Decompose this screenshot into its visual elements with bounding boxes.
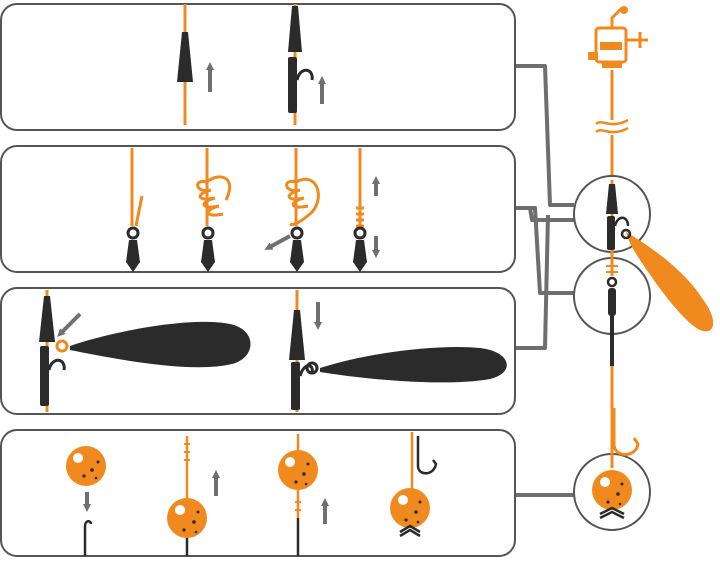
lead-step-1	[39, 290, 251, 412]
boilie-step-2	[167, 436, 220, 556]
boilie-step-1	[66, 446, 106, 556]
connector-lines	[515, 64, 574, 497]
left-arrow-icon	[264, 234, 291, 250]
lead-weight-icon	[626, 232, 714, 332]
swivel-eye-icon	[305, 361, 319, 375]
boilie-icon	[390, 488, 430, 528]
swivel-icon	[290, 240, 304, 272]
lead-clip-icon	[291, 362, 300, 410]
tail-rubber-icon	[288, 6, 302, 52]
clip-hook-icon	[295, 68, 314, 81]
knot-step-2	[196, 148, 232, 272]
tail-rubber-icon	[39, 296, 55, 342]
panel-1-steps	[177, 4, 326, 125]
panel-3-steps	[39, 290, 507, 412]
connector-panel-3	[515, 214, 550, 350]
panel-lead-attachment	[0, 287, 516, 415]
panel-4-steps	[66, 432, 438, 556]
tail-rubber-icon	[177, 32, 193, 82]
hair-stop-icon	[399, 524, 421, 538]
boilie-icon	[66, 446, 106, 486]
knot-coil	[356, 206, 364, 228]
lead-step-2	[289, 290, 507, 412]
overview-rig	[573, 6, 714, 531]
panel-tail-rubber	[0, 3, 516, 131]
swivel-eye-icon	[201, 226, 215, 240]
reel-icon	[588, 6, 648, 68]
swivel-icon	[126, 240, 140, 272]
line-break-icon	[595, 118, 629, 134]
swivel-eye-icon	[353, 226, 367, 240]
swivel-eye-icon	[55, 339, 69, 353]
hair-stop-icon	[599, 506, 625, 520]
connector-panel-2b	[515, 206, 574, 295]
boilie-icon	[167, 498, 207, 538]
panel-2-steps	[126, 148, 380, 272]
boilie-step-4	[390, 432, 438, 538]
knot-coil	[196, 175, 232, 217]
panel-boilie-rig	[0, 429, 516, 557]
knot-coil	[285, 177, 320, 226]
lead-clip-icon	[40, 346, 49, 406]
swivel-eye-icon	[126, 226, 140, 240]
clip-hook-icon	[47, 358, 66, 371]
connector-panel-1	[515, 64, 574, 207]
swivel-icon	[353, 240, 367, 272]
knot-step-3	[264, 148, 320, 272]
boilie-step-3	[278, 434, 329, 556]
lead-weight-icon	[320, 346, 507, 383]
swivel-eye-icon	[290, 226, 304, 240]
hook-icon	[416, 436, 438, 475]
swivel-icon	[608, 288, 616, 316]
diagonal-arrow-icon	[57, 312, 82, 337]
swivel-eye-icon	[606, 276, 618, 288]
lead-clip-icon	[607, 216, 615, 250]
lead-clip-icon	[288, 57, 297, 113]
swivel-icon	[201, 240, 215, 272]
baiting-needle-icon	[83, 520, 93, 556]
panel-boxes	[0, 3, 516, 557]
lead-weight-icon	[70, 321, 251, 368]
knot-step-1	[126, 148, 144, 272]
tail-rubber-icon	[606, 184, 618, 214]
boilie-icon	[278, 450, 318, 490]
tail-rubber-icon	[289, 310, 305, 360]
hook-icon	[612, 408, 640, 456]
knot-step-4	[353, 148, 380, 272]
boilie-icon	[592, 470, 632, 510]
panel-knot-tying	[0, 145, 516, 273]
